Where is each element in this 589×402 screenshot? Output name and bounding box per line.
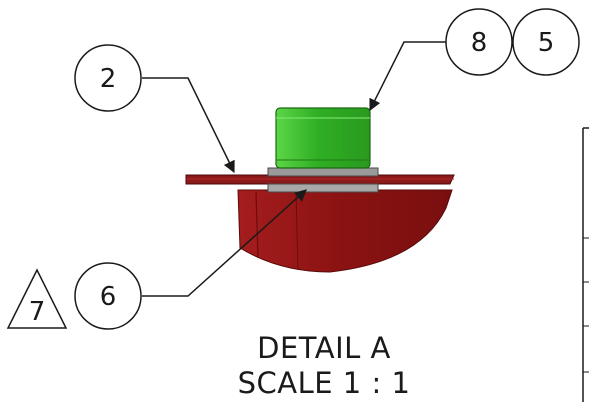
balloon-2-label: 2 (100, 64, 117, 94)
balloon-8-label: 8 (471, 28, 488, 58)
detail-title: DETAIL A (257, 331, 391, 365)
balloon-8: 8 (445, 8, 513, 76)
balloon-5-label: 5 (538, 28, 555, 58)
detail-scale: SCALE 1 : 1 (238, 366, 411, 400)
balloon-7-label: 7 (29, 297, 46, 327)
balloon-5: 5 (512, 8, 580, 76)
balloon-6-label: 6 (100, 282, 117, 312)
balloon-6: 6 (74, 262, 142, 330)
leader-balloon-8 (369, 41, 446, 112)
leader-lines (142, 41, 446, 297)
balloon-2: 2 (74, 44, 142, 112)
drawing-border (582, 127, 589, 402)
triangle-balloon-7: 7 (6, 268, 68, 329)
leader-balloon-2 (142, 77, 235, 174)
green-knob-part (275, 107, 371, 169)
curved-bracket-part (237, 189, 453, 273)
leader-balloon-6 (142, 189, 307, 297)
